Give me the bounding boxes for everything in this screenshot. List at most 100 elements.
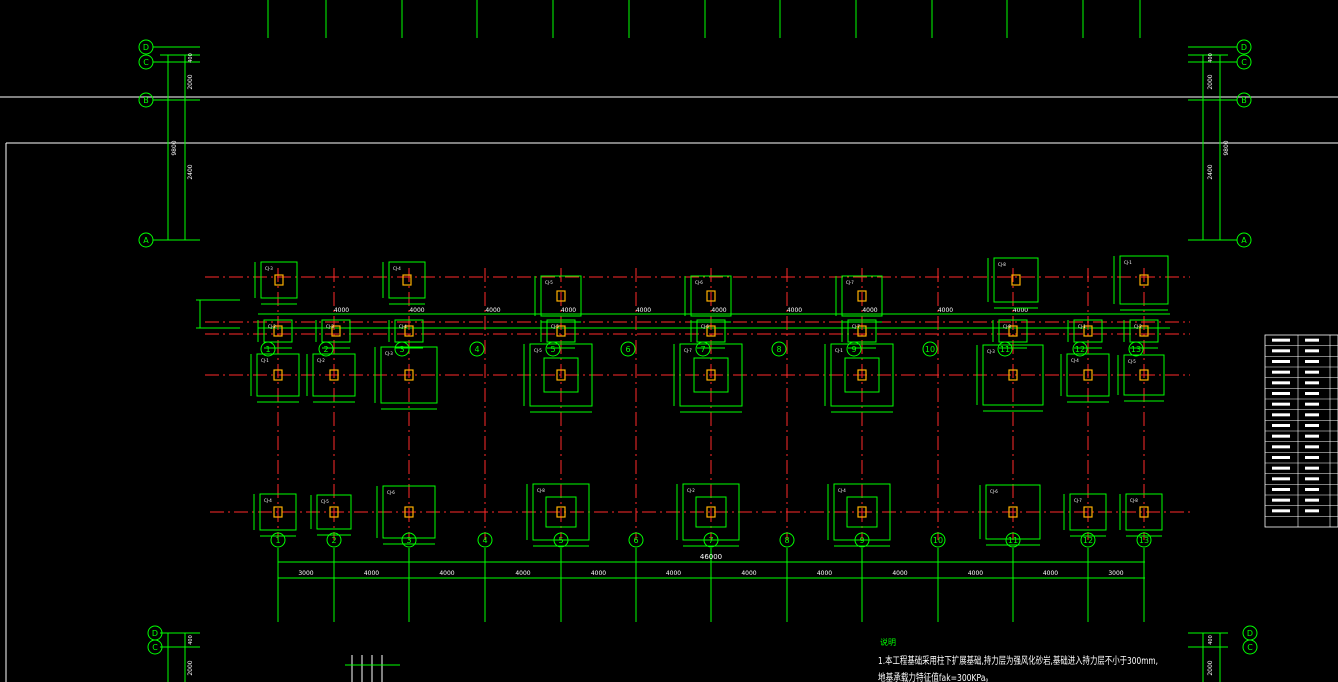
footing-lower-12-outline xyxy=(1069,493,1107,531)
schedule-cell-a-9 xyxy=(1272,424,1290,427)
footing-c-4-outline xyxy=(841,275,883,317)
footing-b-0-label: CJ-2 xyxy=(268,324,276,329)
grid-bubble-upper-label-3: 3 xyxy=(399,345,404,354)
footing-a-2-column xyxy=(329,369,339,381)
footing-lower-11-outline xyxy=(985,484,1041,540)
bottom-dim-small-right: 400 xyxy=(1208,635,1214,645)
footing-c-3-column xyxy=(706,290,716,302)
footing-lower-1-column xyxy=(273,506,283,518)
footing-lower-5-column xyxy=(556,506,566,518)
schedule-cell-b-12 xyxy=(1305,456,1319,459)
footing-lower-11-label: CJ-6 xyxy=(990,489,998,494)
bay-dim-upper-11: 4000 xyxy=(1013,307,1028,314)
schedule-cell-b-11 xyxy=(1305,445,1319,449)
bay-dim-upper-3: 4000 xyxy=(409,307,424,314)
bay-dim-upper-10: 4000 xyxy=(938,307,953,314)
footing-b-5-label: CJ-7 xyxy=(852,324,860,329)
footing-lower-1-outline xyxy=(259,493,297,531)
bay-dim-2: 4000 xyxy=(364,570,379,577)
axis-bubble-label-A-right: A xyxy=(1241,236,1247,245)
footing-b-2-outline xyxy=(394,319,424,343)
footing-c-5-label: CJ-8 xyxy=(998,262,1006,267)
axis-bubble-label-D-right: D xyxy=(1241,43,1247,52)
grid-bubble-upper-label-4: 4 xyxy=(474,345,479,354)
grid-bubble-lower-3 xyxy=(401,532,417,548)
schedule-cell-a-13 xyxy=(1272,466,1290,470)
footing-c-1-label: CJ-4 xyxy=(393,266,401,271)
grid-bubble-upper-4 xyxy=(469,341,485,357)
footing-b-7-outline xyxy=(1073,319,1103,343)
footing-b-1-label: CJ-3 xyxy=(326,324,334,329)
grid-bubble-lower-label-4: 4 xyxy=(482,536,487,545)
notes-heading: 说明 xyxy=(880,637,896,647)
schedule-cell-a-11 xyxy=(1272,445,1290,449)
side-dim-mid-right: 2400 xyxy=(1207,164,1214,179)
bottom-dim-upper-right: 2000 xyxy=(1207,660,1214,675)
footing-lower-13-label: CJ-8 xyxy=(1130,498,1138,503)
grid-bubble-lower-13 xyxy=(1136,532,1152,548)
schedule-cell-a-12 xyxy=(1272,456,1290,459)
bay-dim-upper-6: 4000 xyxy=(636,307,651,314)
footing-lower-5-step xyxy=(545,496,577,528)
bay-dim-7: 4000 xyxy=(741,570,756,577)
footing-a-11-column xyxy=(1008,369,1018,381)
footing-lower-1-label: CJ-4 xyxy=(264,498,272,503)
schedule-cell-b-2 xyxy=(1305,349,1319,353)
schedule-cell-a-5 xyxy=(1272,381,1290,385)
footing-b-0-outline xyxy=(263,319,293,343)
bay-dim-upper-9: 4000 xyxy=(862,307,877,314)
footing-b-3-outline xyxy=(546,319,576,343)
footing-b-6-outline xyxy=(998,319,1028,343)
footing-lower-13-column xyxy=(1139,506,1149,518)
bay-dim-10: 4000 xyxy=(968,570,983,577)
footing-c-3-label: CJ-6 xyxy=(695,280,703,285)
grid-bubble-upper-label-12: 12 xyxy=(1075,345,1085,354)
footing-lower-9-outline xyxy=(833,483,891,541)
grid-bubble-upper-label-10: 10 xyxy=(925,345,935,354)
footing-c-2-column xyxy=(556,290,566,302)
grid-bubble-upper-label-11: 11 xyxy=(1000,345,1010,354)
footing-b-5-outline xyxy=(847,319,877,343)
footing-b-8-outline xyxy=(1129,319,1159,343)
total-dimension: 46000 xyxy=(700,553,722,561)
footing-lower-9-column xyxy=(857,506,867,518)
side-dim-total-left: 9800 xyxy=(171,140,178,155)
footing-a-13-column xyxy=(1139,369,1149,381)
footing-a-9-label: CJ-1 xyxy=(835,348,843,353)
grid-bubble-lower-11 xyxy=(1005,532,1021,548)
grid-bubble-upper-label-6: 6 xyxy=(625,345,630,354)
axis-bubble-bottom-label-C-left: C xyxy=(152,643,158,652)
schedule-cell-a-14 xyxy=(1272,477,1290,481)
axis-bubble-label-C-left: C xyxy=(143,58,149,67)
schedule-cell-b-1 xyxy=(1305,338,1319,342)
schedule-cell-a-6 xyxy=(1272,392,1290,395)
footing-lower-3-column xyxy=(404,506,414,518)
axis-bubble-bottom-label-C-right: C xyxy=(1247,643,1253,652)
footing-lower-5-label: CJ-8 xyxy=(537,488,545,493)
bay-dim-upper-2: 4000 xyxy=(334,307,349,314)
footing-b-3-column xyxy=(556,325,566,337)
footing-b-6-label: CJ-8 xyxy=(1003,324,1011,329)
bottom-dim-upper-left: 2000 xyxy=(187,660,194,675)
schedule-cell-a-1 xyxy=(1272,338,1290,342)
grid-bubble-lower-10 xyxy=(930,532,946,548)
schedule-cell-b-15 xyxy=(1305,488,1319,491)
schedule-cell-a-10 xyxy=(1272,434,1290,438)
axis-bubble-bottom-C-right xyxy=(1242,639,1258,655)
footing-b-6-column xyxy=(1008,325,1018,337)
grid-bubble-upper-10 xyxy=(922,341,938,357)
grid-bubble-lower-6 xyxy=(628,532,644,548)
grid-bubble-lower-label-2: 2 xyxy=(331,536,336,545)
bay-dim-11: 4000 xyxy=(1043,570,1058,577)
schedule-cell-b-3 xyxy=(1305,360,1319,363)
footing-a-12-outline xyxy=(1066,353,1110,397)
footing-c-1-outline xyxy=(388,261,426,299)
footing-b-7-label: CJ-1 xyxy=(1078,324,1086,329)
footing-a-11-outline xyxy=(982,344,1044,406)
footing-b-5-column xyxy=(857,325,867,337)
footing-c-6-outline xyxy=(1119,255,1169,305)
bay-dim-upper-7: 4000 xyxy=(711,307,726,314)
side-dim-upper-right: 2000 xyxy=(1207,74,1214,89)
footing-a-12-label: CJ-4 xyxy=(1071,358,1079,363)
